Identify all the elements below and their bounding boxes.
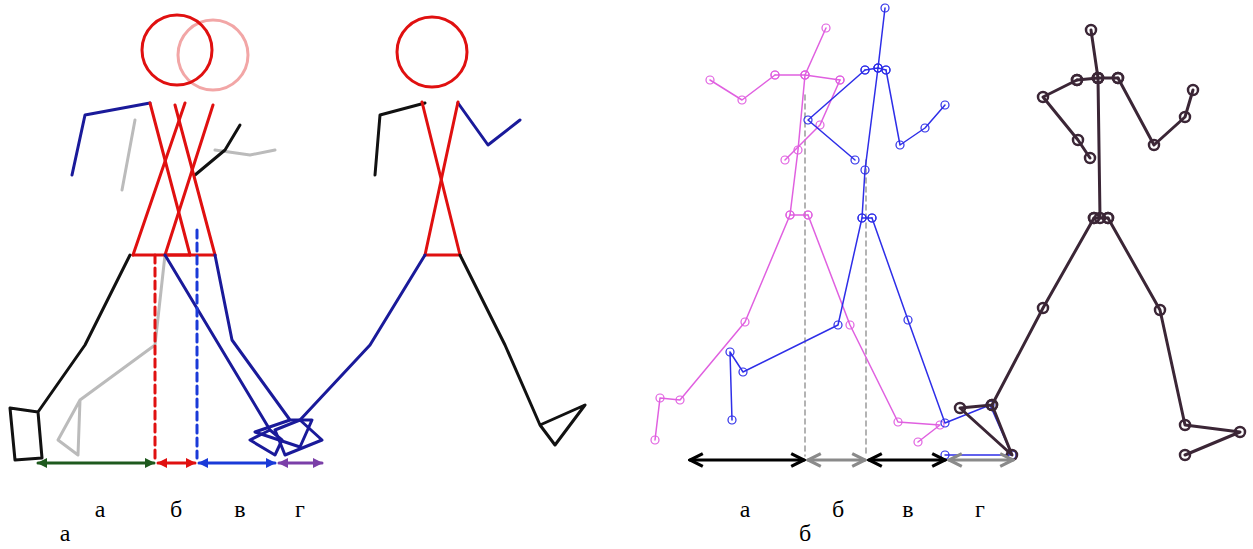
joint-marker [741, 318, 749, 326]
joint-marker [882, 66, 890, 74]
joint-marker [861, 166, 869, 174]
joint-marker [858, 214, 866, 222]
joint-marker [858, 214, 866, 222]
joint-marker [786, 211, 794, 219]
joint-marker [1072, 75, 1082, 85]
joint-marker [771, 71, 779, 79]
joint-marker [861, 66, 869, 74]
joint-marker [794, 146, 802, 154]
joint-marker [1089, 213, 1099, 223]
segment-label: в [234, 496, 245, 522]
joint-marker [1113, 73, 1123, 83]
joint-marker [836, 76, 844, 84]
panel-label: б [799, 520, 811, 546]
joint-marker [1093, 73, 1103, 83]
joint-marker [881, 4, 889, 12]
joint-marker [894, 418, 902, 426]
joint-marker [1180, 112, 1190, 122]
joint-marker [706, 76, 714, 84]
panel-label: а [60, 520, 71, 546]
joint-marker [1008, 451, 1016, 459]
joint-marker [1093, 73, 1103, 83]
joint-marker [656, 394, 664, 402]
joint-marker [1085, 153, 1095, 163]
joint-marker [987, 400, 997, 410]
joint-marker [834, 321, 842, 329]
joint-marker [676, 396, 684, 404]
joint-marker [921, 124, 929, 132]
joint-marker [1072, 75, 1082, 85]
joint-marker [801, 71, 809, 79]
joint-marker [874, 64, 882, 72]
joint-marker [1235, 427, 1245, 437]
segment-label: в [902, 496, 913, 522]
joint-marker [1180, 420, 1190, 430]
joint-marker [1180, 450, 1190, 460]
segment-label: г [295, 496, 305, 522]
joint-marker [904, 316, 912, 324]
joint-marker [738, 96, 746, 104]
joint-marker [822, 24, 830, 32]
segment-label: г [975, 496, 985, 522]
joint-marker [801, 71, 809, 79]
joint-marker [874, 64, 882, 72]
joint-marker [868, 214, 876, 222]
joint-marker [914, 438, 922, 446]
joint-marker [1188, 85, 1198, 95]
joint-marker [955, 403, 965, 413]
joint-marker [1149, 140, 1159, 150]
joint-marker [941, 419, 949, 427]
joint-marker [804, 211, 812, 219]
joint-marker [941, 451, 949, 459]
joint-marker [728, 416, 736, 424]
joint-marker [941, 101, 949, 109]
joint-marker [651, 436, 659, 444]
joint-marker [786, 211, 794, 219]
joint-marker [726, 348, 734, 356]
joint-marker [781, 156, 789, 164]
joint-marker [804, 211, 812, 219]
joint-marker [1093, 73, 1103, 83]
joint-marker [836, 76, 844, 84]
segment-label: а [740, 496, 751, 522]
joint-marker [987, 400, 997, 410]
joint-marker [851, 156, 859, 164]
joint-marker [882, 66, 890, 74]
joint-marker [1089, 213, 1099, 223]
joint-marker [1103, 213, 1113, 223]
joint-marker [1113, 73, 1123, 83]
joint-marker [739, 368, 747, 376]
segment-label: б [170, 496, 182, 522]
joint-marker [1038, 92, 1048, 102]
joint-marker [771, 71, 779, 79]
segment-label: б [832, 496, 844, 522]
joint-marker [1073, 135, 1083, 145]
joint-marker [861, 66, 869, 74]
joint-marker [1155, 305, 1165, 315]
joint-marker [846, 321, 854, 329]
joint-marker [801, 71, 809, 79]
joint-marker [1038, 303, 1048, 313]
joint-marker [868, 214, 876, 222]
segment-label: а [95, 496, 106, 522]
joint-marker [804, 116, 812, 124]
joint-marker [1086, 25, 1096, 35]
joint-marker [896, 141, 904, 149]
joint-marker [1103, 213, 1113, 223]
joint-marker [874, 64, 882, 72]
